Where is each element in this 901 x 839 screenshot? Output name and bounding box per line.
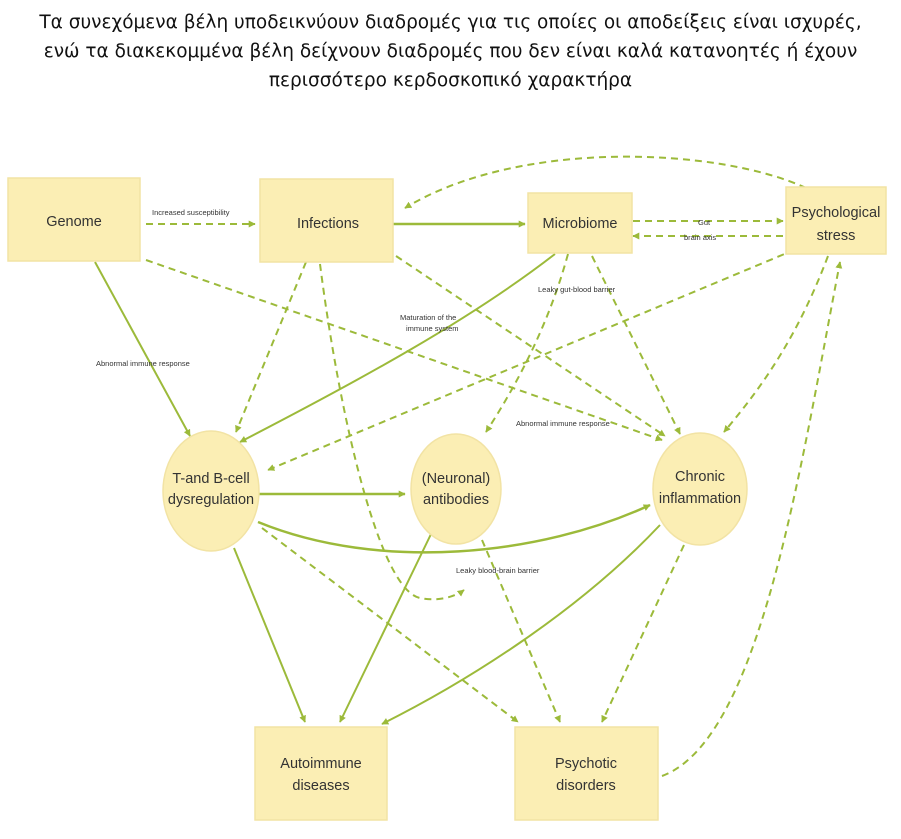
figure-caption: Τα συνεχόμενα βέλη υποδεικνύουν διαδρομέ…	[39, 12, 862, 91]
node-psychotic-disorders: Psychotic disorders	[514, 726, 659, 821]
edges	[94, 155, 843, 777]
node-infections: Infections	[259, 178, 394, 263]
node-microbiome-line-1: Microbiome	[543, 216, 618, 232]
label-leaky-bbb: Leaky blood-brain barrier	[456, 566, 540, 575]
edge-tcell-psychotic	[261, 527, 519, 723]
edge-microbiome-inflammation	[591, 255, 681, 435]
label-increased-susceptibility: Increased susceptibility	[152, 208, 230, 217]
node-antibodies-line-2: antibodies	[423, 492, 489, 508]
label-maturation-2: immune system	[406, 324, 459, 333]
node-autoimmune-line-2: diseases	[292, 778, 349, 794]
edge-stress-tcell	[267, 244, 807, 471]
node-genome-line-1: Genome	[46, 214, 102, 230]
label-gut: Gut	[698, 218, 711, 227]
edge-infections-tcell	[235, 261, 307, 433]
edge-stress-inflammation	[723, 255, 829, 433]
label-maturation-1: Maturation of the	[400, 313, 456, 322]
edge-genome-tcell	[94, 261, 191, 437]
node-inflammation-line-2: inflammation	[659, 491, 741, 507]
edge-infections-inflammation	[395, 255, 666, 437]
label-leaky-gut: Leaky gut-blood barrier	[538, 285, 616, 294]
edge-tcell-autoimmune	[233, 547, 306, 723]
node-tcell-line-2: dysregulation	[168, 492, 254, 508]
node-stress-line-2: stress	[817, 228, 856, 244]
node-microbiome: Microbiome	[527, 192, 633, 254]
edge-tcell-inflammation	[257, 503, 651, 554]
node-inflammation-line-1: Chronic	[675, 469, 725, 485]
edge-psychotic-stress	[661, 261, 843, 777]
edge-labels: Increased susceptibility Gut brain axis …	[96, 208, 716, 575]
edge-microbiome-antibodies	[485, 253, 569, 433]
node-autoimmune-line-1: Autoimmune	[280, 756, 361, 772]
edge-infections-bbb	[319, 263, 465, 601]
node-infections-line-1: Infections	[297, 216, 359, 232]
node-tcell-line-1: T-and B-cell	[172, 471, 249, 487]
node-chronic-inflammation: Chronic inflammation	[652, 432, 748, 546]
edge-stress-infections	[404, 155, 807, 209]
node-psychotic-line-2: disorders	[556, 778, 616, 794]
label-brain-axis: brain axis	[684, 233, 716, 242]
node-stress-line-1: Psychological	[792, 205, 881, 221]
label-abnormal-immune-2: Abnormal immune response	[516, 419, 610, 428]
node-antibodies-line-1: (Neuronal)	[422, 471, 491, 487]
node-tcell-dysregulation: T-and B-cell dysregulation	[162, 430, 260, 552]
node-autoimmune-diseases: Autoimmune diseases	[254, 726, 388, 821]
node-psychological-stress: Psychological stress	[785, 186, 887, 255]
edge-inflammation-autoimmune	[381, 524, 661, 725]
edge-microbiome-tcell	[239, 253, 556, 443]
node-neuronal-antibodies: (Neuronal) antibodies	[410, 433, 502, 545]
edge-inflammation-psychotic	[601, 544, 685, 723]
edge-antibodies-autoimmune	[339, 531, 433, 723]
edge-antibodies-psychotic	[481, 539, 561, 723]
node-genome: Genome	[7, 177, 141, 262]
node-psychotic-line-1: Psychotic	[555, 756, 617, 772]
label-abnormal-immune-1: Abnormal immune response	[96, 359, 190, 368]
nodes: Genome Infections Microbiome Psychologic…	[7, 177, 887, 821]
